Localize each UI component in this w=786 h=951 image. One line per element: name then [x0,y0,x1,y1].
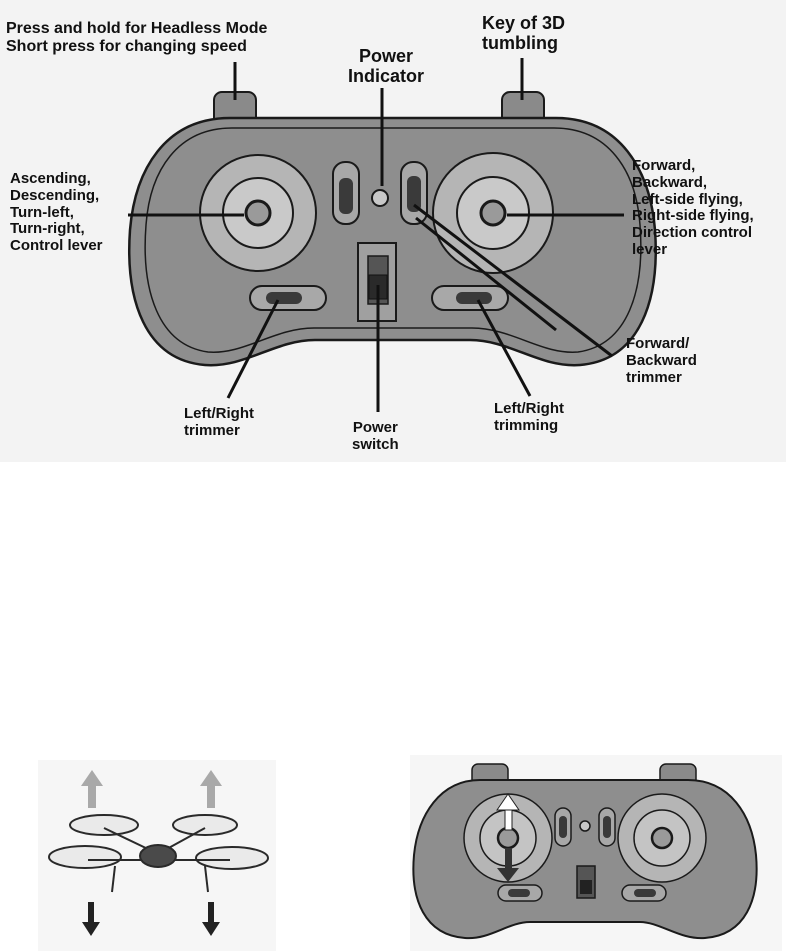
leader-fb-trimmer [413,203,613,358]
lr-trimmer-label: Left/Right trimmer [184,405,254,439]
controller-diagram [128,58,657,412]
left-horizontal-trim[interactable] [266,292,302,304]
leader-fb-trimmer-2 [415,216,557,332]
power-indicator-led [371,189,389,207]
left-stick-label: Ascending, Descending, Turn-left, Turn-r… [10,170,103,255]
fb-trimmer-label: Forward/ Backward trimmer [626,335,697,386]
headless-mode-label: Press and hold for Headless Mode Short p… [6,20,268,55]
right-vertical-trim[interactable] [407,176,421,212]
right-horizontal-trim[interactable] [456,292,492,304]
tumbling-key-label: Key of 3D tumbling [482,13,566,54]
power-switch-label: Power switch [352,419,399,453]
lr-trimming-label: Left/Right trimming [494,400,564,434]
leader-lr-trimmer [226,299,280,399]
leader-lr-trimming [476,299,532,397]
small-controller-background [410,755,782,951]
left-stick-knob[interactable] [244,199,272,227]
power-indicator-label: Power Indicator [348,46,425,87]
right-stick-knob[interactable] [479,199,507,227]
controller-inner-outline [144,127,642,353]
drone-image-background [38,760,276,951]
left-vertical-trim[interactable] [339,178,353,214]
right-stick-label: Forward, Backward, Left-side flying, Rig… [632,157,754,258]
